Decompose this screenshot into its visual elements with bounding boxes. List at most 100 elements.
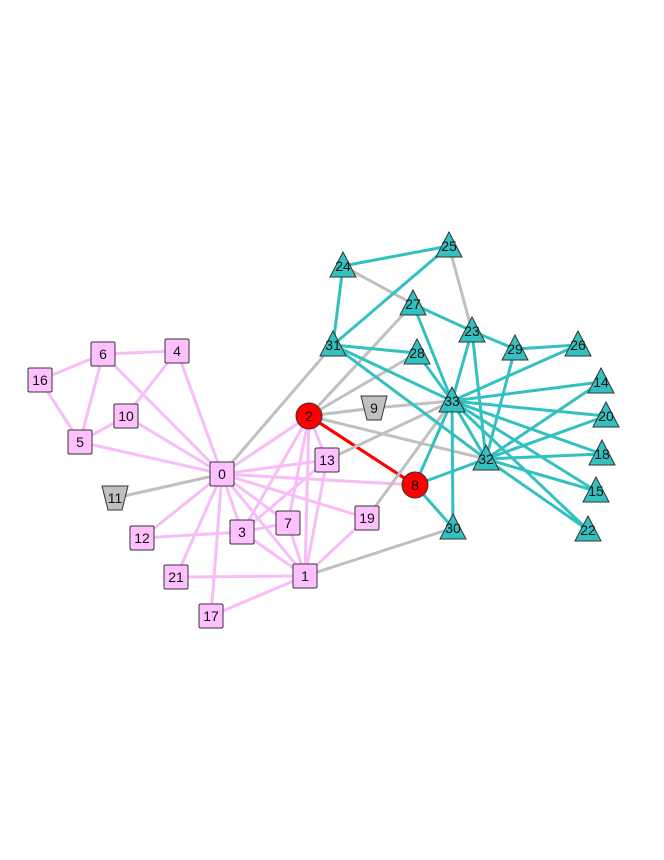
- node-14[interactable]: 14: [587, 366, 615, 394]
- node-1-shape: [292, 563, 318, 589]
- node-24-label: 24: [335, 258, 351, 274]
- edge-1-13: [303, 458, 329, 578]
- edge-2-32: [307, 414, 488, 461]
- edge-19-33: [365, 399, 454, 520]
- node-13[interactable]: 13: [314, 447, 340, 473]
- node-29[interactable]: 29: [501, 333, 529, 361]
- node-18-shape: [588, 438, 616, 466]
- node-3[interactable]: 3: [229, 519, 255, 545]
- node-5-shape: [67, 429, 93, 455]
- edge-33-22: [450, 399, 590, 532]
- edge-0-31: [220, 343, 335, 476]
- node-6[interactable]: 6: [90, 341, 116, 367]
- node-5[interactable]: 5: [67, 429, 93, 455]
- edge-31-33: [331, 343, 454, 403]
- node-0[interactable]: 0: [209, 461, 235, 487]
- node-19-shape: [354, 505, 380, 531]
- node-25[interactable]: 25: [435, 230, 463, 258]
- node-21-shape: [163, 564, 189, 590]
- node-20-label: 20: [598, 408, 614, 424]
- node-15[interactable]: 15: [582, 475, 610, 503]
- node-17[interactable]: 17: [198, 603, 224, 629]
- node-17-shape: [198, 603, 224, 629]
- node-10[interactable]: 10: [113, 403, 139, 429]
- edge-33-8: [413, 399, 454, 487]
- edge-0-1: [220, 472, 307, 578]
- node-2-label: 2: [305, 408, 313, 424]
- edge-33-30: [450, 399, 455, 530]
- edge-29-32: [484, 347, 517, 461]
- node-21-label: 21: [168, 569, 184, 585]
- node-32[interactable]: 32: [472, 443, 500, 471]
- node-30-shape: [439, 512, 467, 540]
- node-11-shape: [101, 485, 129, 511]
- node-19[interactable]: 19: [354, 505, 380, 531]
- node-1-label: 1: [301, 568, 309, 584]
- node-14-shape: [587, 366, 615, 394]
- node-16-label: 16: [32, 372, 48, 388]
- node-31[interactable]: 31: [319, 329, 347, 357]
- node-11[interactable]: 11: [101, 485, 129, 511]
- node-7-label: 7: [284, 515, 292, 531]
- edge-27-33: [411, 302, 454, 403]
- edge-3-2: [240, 414, 311, 534]
- node-31-shape: [319, 329, 347, 357]
- edge-5-6: [78, 352, 105, 444]
- node-19-label: 19: [359, 510, 375, 526]
- edge-0-5: [78, 440, 224, 476]
- nodes-layer: 0123456789101112131415161718192021222324…: [27, 230, 620, 629]
- edge-0-10: [124, 414, 224, 476]
- node-28[interactable]: 28: [403, 337, 431, 365]
- node-3-shape: [229, 519, 255, 545]
- node-23[interactable]: 23: [458, 315, 486, 343]
- node-20[interactable]: 20: [592, 400, 620, 428]
- node-11-label: 11: [108, 490, 123, 506]
- node-23-shape: [458, 315, 486, 343]
- node-7[interactable]: 7: [275, 510, 301, 536]
- node-0-label: 0: [218, 466, 226, 482]
- node-12[interactable]: 12: [129, 525, 155, 551]
- node-5-label: 5: [76, 434, 84, 450]
- node-16[interactable]: 16: [27, 367, 53, 393]
- edge-25-23: [447, 244, 474, 333]
- node-26-shape: [564, 329, 592, 357]
- node-16-shape: [27, 367, 53, 393]
- node-6-shape: [90, 341, 116, 367]
- node-1[interactable]: 1: [292, 563, 318, 589]
- node-9-label: 9: [370, 400, 378, 416]
- node-6-label: 6: [99, 346, 107, 362]
- edge-31-32: [331, 343, 488, 461]
- node-8[interactable]: 8: [401, 471, 429, 499]
- node-9[interactable]: 9: [360, 395, 388, 421]
- edge-0-11: [113, 472, 224, 500]
- node-3-label: 3: [238, 524, 246, 540]
- edge-1-30: [303, 526, 455, 578]
- node-10-shape: [113, 403, 139, 429]
- node-24[interactable]: 24: [329, 250, 357, 278]
- node-22[interactable]: 22: [574, 514, 602, 542]
- edge-1-2: [303, 414, 311, 578]
- node-26[interactable]: 26: [564, 329, 592, 357]
- node-0-shape: [209, 461, 235, 487]
- node-21[interactable]: 21: [163, 564, 189, 590]
- edge-0-6: [101, 352, 224, 476]
- node-18-label: 18: [594, 446, 610, 462]
- node-18[interactable]: 18: [588, 438, 616, 466]
- node-27[interactable]: 27: [399, 288, 427, 316]
- node-2[interactable]: 2: [295, 402, 323, 430]
- edge-13-33: [325, 399, 454, 462]
- edge-32-22: [484, 457, 590, 532]
- node-4[interactable]: 4: [164, 338, 190, 364]
- edge-33-20: [450, 399, 608, 418]
- node-30[interactable]: 30: [439, 512, 467, 540]
- node-30-label: 30: [445, 520, 461, 536]
- node-33-label: 33: [444, 393, 460, 409]
- node-29-shape: [501, 333, 529, 361]
- node-8-label: 8: [411, 477, 419, 493]
- node-33[interactable]: 33: [438, 385, 466, 413]
- node-13-label: 13: [319, 452, 335, 468]
- edge-25-31: [331, 244, 451, 347]
- edge-3-13: [240, 458, 329, 534]
- edge-23-33: [450, 329, 474, 403]
- node-13-shape: [314, 447, 340, 473]
